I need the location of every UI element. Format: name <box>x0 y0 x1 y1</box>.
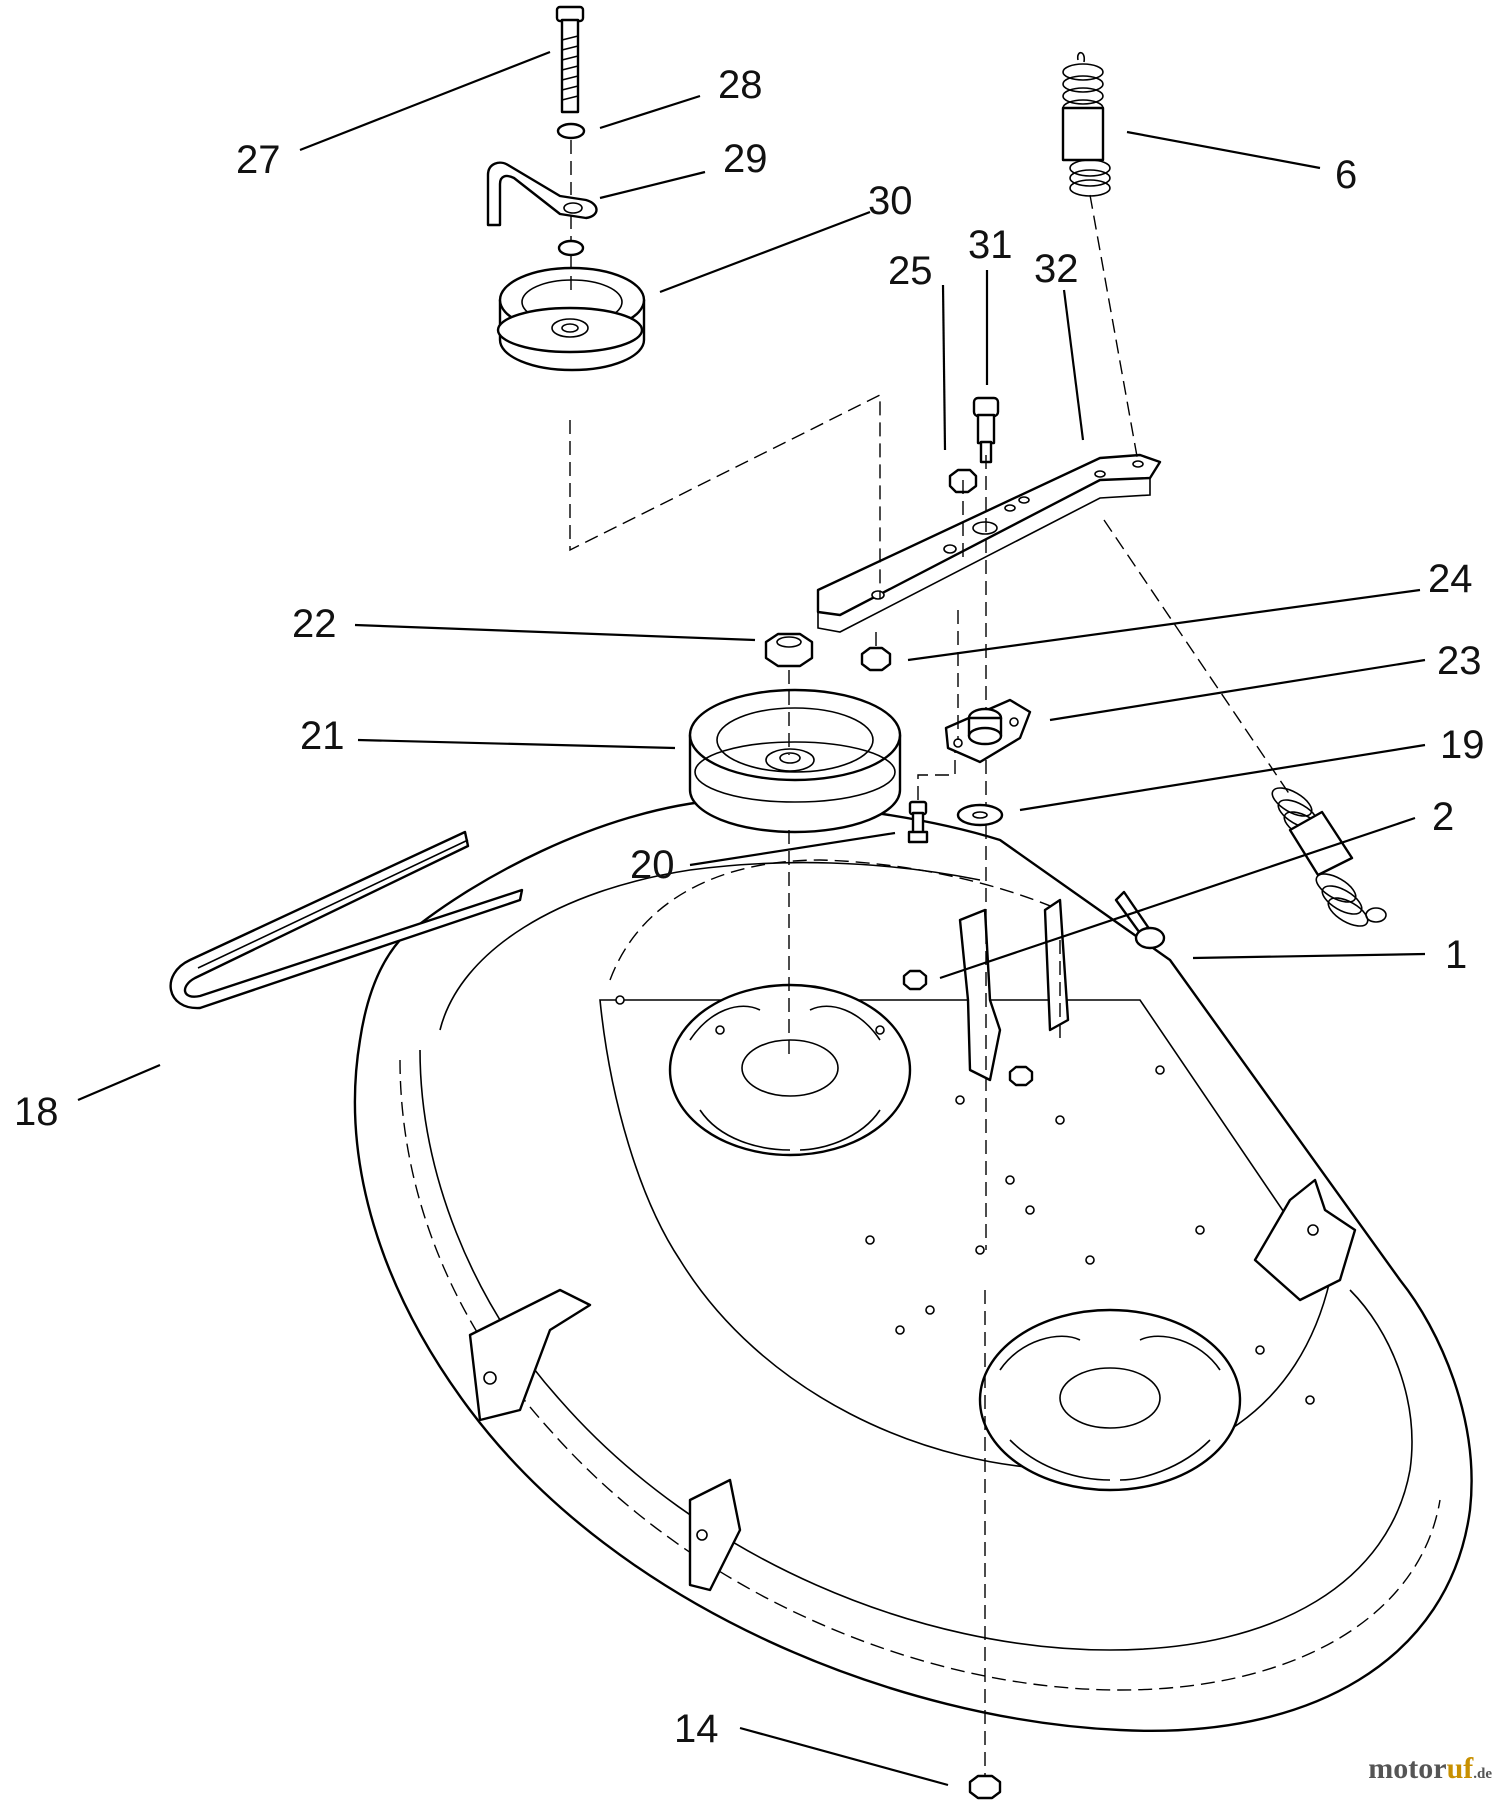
callout-6: 6 <box>1335 153 1357 197</box>
nut-14 <box>968 1774 1002 1800</box>
callout-24: 24 <box>1428 557 1473 601</box>
extension-spring-6 <box>1061 51 1387 927</box>
drive-pulley-21 <box>688 688 902 834</box>
idler-pulley-upper <box>496 266 646 372</box>
bolt-27 <box>555 5 585 114</box>
nut-24 <box>860 646 892 672</box>
callout-28: 28 <box>718 63 763 107</box>
callout-21: 21 <box>300 714 345 758</box>
callout-labels: 27 28 29 30 25 31 32 6 24 22 23 21 19 2 … <box>14 63 1485 1751</box>
watermark-text-1: motor <box>1368 1752 1447 1785</box>
idler-arm <box>816 453 1162 633</box>
watermark-logo: motoruf.de <box>1368 1752 1492 1786</box>
assembly-lines <box>569 140 1291 1775</box>
deck-holes <box>615 995 1315 1405</box>
watermark-text-3: .de <box>1473 1766 1492 1782</box>
pivot-bracket-23 <box>944 698 1032 764</box>
callout-29: 29 <box>723 137 768 181</box>
callout-19: 19 <box>1440 723 1485 767</box>
washer-19 <box>956 803 1004 827</box>
callout-30: 30 <box>868 179 913 223</box>
callout-22: 22 <box>292 602 337 646</box>
nut-22 <box>764 632 814 668</box>
leader-lines <box>77 50 1426 1787</box>
callout-31: 31 <box>968 223 1013 267</box>
washer-28 <box>556 122 586 140</box>
shoulder-bolt-31 <box>972 396 1000 464</box>
nut-deck <box>902 969 1034 1087</box>
callout-18: 18 <box>14 1090 59 1134</box>
callout-25: 25 <box>888 249 933 293</box>
callout-32: 32 <box>1034 247 1079 291</box>
callout-1: 1 <box>1445 933 1467 977</box>
watermark-text-2: uf <box>1446 1752 1474 1785</box>
mower-deck <box>353 798 1473 1732</box>
callout-23: 23 <box>1437 639 1482 683</box>
callout-20: 20 <box>630 843 675 887</box>
belt-guide-29 <box>486 161 598 227</box>
callout-2: 2 <box>1432 795 1454 839</box>
callout-27: 27 <box>236 138 281 182</box>
bolt-20 <box>907 800 929 844</box>
drive-belt <box>169 830 524 1010</box>
callout-14: 14 <box>674 1707 719 1751</box>
washer-lower <box>557 239 585 257</box>
